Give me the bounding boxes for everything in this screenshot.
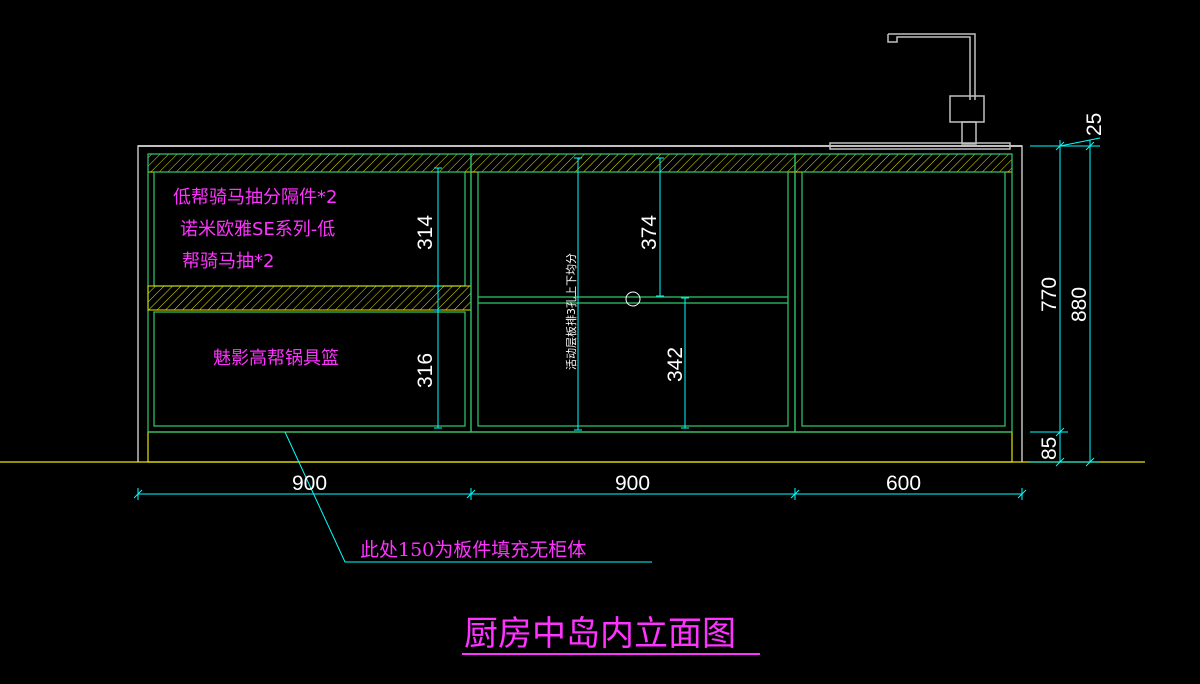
middle-cabinet [470,153,796,433]
right-cabinet [794,153,1013,433]
left-bottom-label: 魅影高帮锅具篮 [213,348,339,369]
dim-height-880: 880 [1068,287,1091,322]
left-top-label-line1: 低帮骑马抽分隔件*2 [173,187,337,208]
countertop [147,153,1013,173]
overall-height-dims [1030,137,1101,467]
dim-middle-upper: 374 [638,215,661,250]
drawing-title: 厨房中岛内立面图 [464,614,736,654]
left-top-label-line3: 帮骑马抽*2 [182,251,274,272]
dim-width-left: 900 [292,472,327,495]
faucet-icon [829,33,1011,150]
dim-width-middle: 900 [615,472,650,495]
left-top-label-line2: 诺米欧雅SE系列-低 [180,219,335,240]
cabinet-outline [137,145,1023,462]
dim-left-upper: 314 [414,215,437,250]
base-plinth [147,431,1013,463]
dim-left-lower: 316 [414,353,437,388]
dim-base-85: 85 [1038,437,1061,460]
middle-vertical-label: 活动层板排3孔上下均分 [564,253,578,370]
shelf-hole-icon [625,291,641,307]
left-divider-panel [147,285,472,311]
middle-right-vertical-dims [656,157,689,429]
left-vertical-dims [434,167,442,429]
middle-vertical-dim [574,157,582,431]
leader-line [284,431,652,563]
dim-height-770: 770 [1038,277,1061,312]
leader-note: 此处150为板件填充无柜体 [360,539,586,561]
dim-top-25: 25 [1083,113,1106,136]
width-dims [133,488,1027,500]
dim-middle-lower: 342 [664,347,687,382]
dim-width-right: 600 [886,472,921,495]
